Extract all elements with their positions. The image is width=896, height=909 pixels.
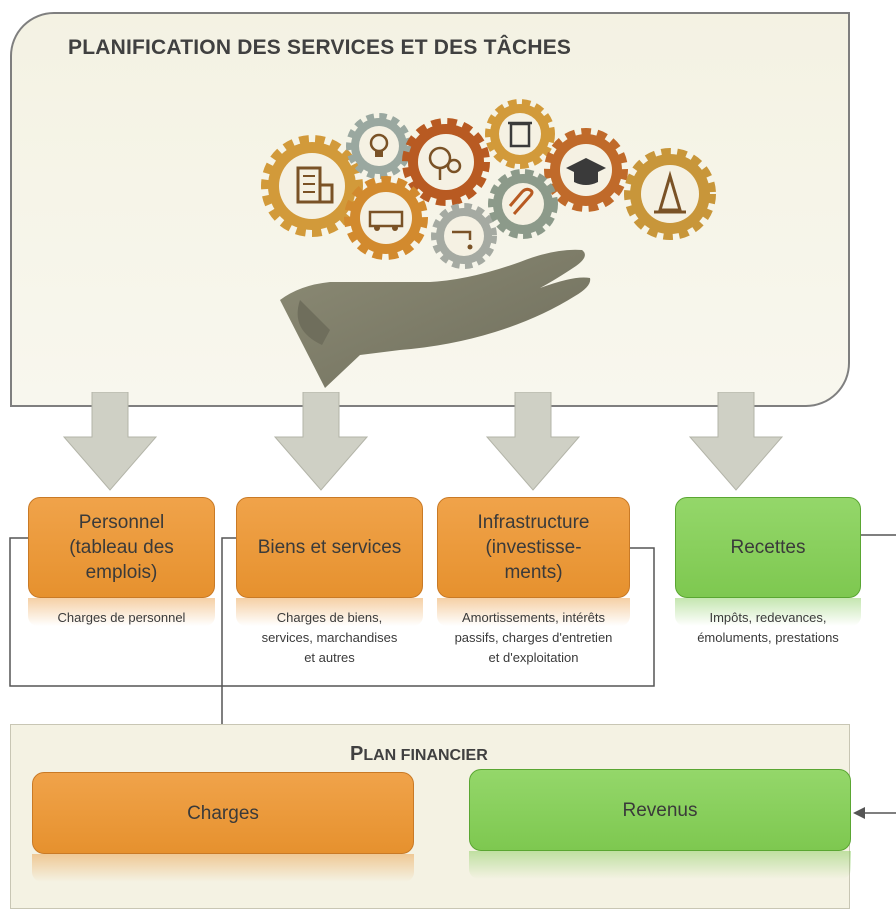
description-personnel: Charges de personnel: [28, 608, 215, 628]
financial-plan-title-initial: P: [350, 743, 364, 765]
financial-plan-title-part: LAN: [363, 747, 401, 764]
category-label-line: Infrastructure: [477, 512, 590, 533]
description-line: et autres: [304, 650, 355, 665]
down-arrow-goods: [273, 392, 369, 491]
fire-truck-gear-icon: [344, 176, 428, 260]
charges-box: Charges: [32, 772, 414, 854]
category-label-line: Biens et services: [257, 537, 402, 558]
category-label-line: Personnel: [78, 512, 165, 533]
lightbulb-gear-icon: [346, 113, 412, 179]
revenues-box: Revenus: [469, 769, 851, 851]
charges-label: Charges: [187, 802, 259, 824]
financial-plan-title-part: FINANCIER: [400, 747, 488, 764]
description-line: services, marchandises: [261, 630, 398, 645]
trash-bin-gear-icon: [485, 99, 555, 169]
park-tree-gear-icon: [402, 118, 490, 206]
traffic-cone-gear-icon: [624, 148, 716, 240]
category-reflection: [675, 598, 861, 626]
description-line: Impôts, redevances,: [709, 610, 827, 625]
revenues-label: Revenus: [622, 799, 698, 821]
description-line: et d'exploitation: [488, 650, 579, 665]
category-reflection: [236, 598, 423, 626]
water-tap-gear-icon: [431, 203, 497, 269]
paperclip-gear-icon: [488, 169, 558, 239]
category-revenues: Recettes: [675, 497, 861, 598]
description-revenues: Impôts, redevances, émoluments, prestati…: [668, 608, 868, 648]
description-line: Amortissements, intérêts: [461, 610, 606, 625]
down-arrow-revenues: [688, 392, 784, 491]
category-label-line: ments): [504, 562, 563, 583]
description-line: Charges de personnel: [57, 610, 186, 625]
category-label-line: emplois): [85, 562, 158, 583]
graduation-cap-gear-icon: [544, 128, 628, 212]
description-infrastructure: Amortissements, intérêts passifs, charge…: [425, 608, 642, 668]
description-line: Charges de biens,: [276, 610, 383, 625]
category-reflection: [28, 598, 215, 626]
category-label-line: (investisse-: [485, 537, 582, 558]
description-line: passifs, charges d'entretien: [454, 630, 613, 645]
services-illustration: [261, 99, 716, 388]
charges-reflection: [32, 854, 414, 882]
building-gear-icon: [261, 135, 363, 237]
down-arrow-infrastructure: [485, 392, 581, 491]
category-goods-services: Biens et services: [236, 497, 423, 598]
category-personnel: Personnel (tableau des emplois): [28, 497, 215, 598]
category-label-line: (tableau des: [69, 537, 174, 558]
financial-plan-title: PLAN FINANCIER: [350, 743, 488, 766]
description-line: émoluments, prestations: [697, 630, 839, 645]
category-infrastructure: Infrastructure (investisse- ments): [437, 497, 630, 598]
planning-title: PLANIFICATION DES SERVICES ET DES TÂCHES: [68, 36, 572, 59]
category-reflection: [437, 598, 630, 626]
category-label-line: Recettes: [730, 537, 806, 558]
down-arrow-personnel: [62, 392, 158, 491]
revenues-reflection: [469, 851, 851, 879]
description-goods-services: Charges de biens, services, marchandises…: [229, 608, 430, 668]
open-hand-icon: [280, 249, 591, 388]
